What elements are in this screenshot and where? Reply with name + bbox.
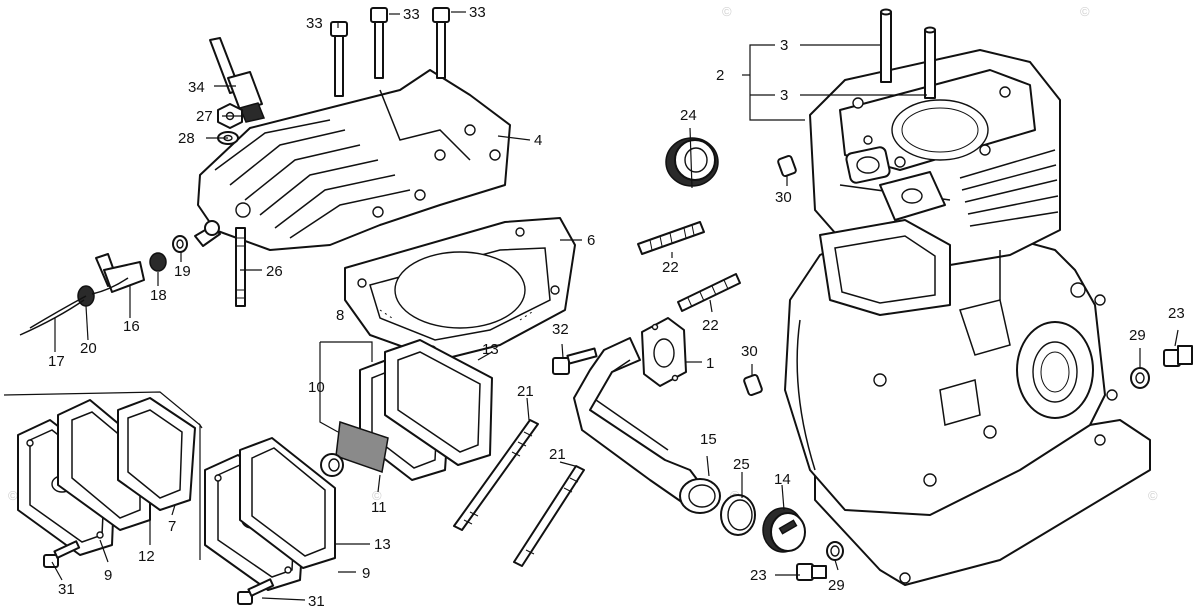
callout-16: 16 — [123, 318, 140, 335]
callout-13: 13 — [374, 536, 391, 553]
callout-1: 1 — [706, 355, 714, 372]
callout-28: 28 — [178, 130, 195, 147]
crankcase-cylinder-part — [784, 49, 1151, 586]
callout-31: 31 — [308, 593, 325, 610]
intake-gasket-part — [641, 317, 687, 387]
head-gasket-part — [344, 217, 576, 361]
cylinder-head-part — [197, 69, 511, 251]
callout-18: 18 — [150, 287, 167, 304]
washer-part — [826, 541, 844, 561]
callout-12: 12 — [138, 548, 155, 565]
stud-bolt-part — [637, 221, 741, 312]
reed-plate-part — [117, 397, 196, 511]
callout-24: 24 — [680, 107, 697, 124]
callout-17: 17 — [48, 353, 65, 370]
callout-30: 30 — [741, 343, 758, 360]
gasket-part — [239, 437, 336, 569]
gasket-part — [384, 339, 493, 466]
drain-bolt-part — [796, 563, 827, 581]
callout-7: 7 — [168, 518, 176, 535]
callout-6: 6 — [587, 232, 595, 249]
watermark-mark: © — [8, 488, 18, 503]
callout-labels: 1 2 3 3 4 6 7 8 9 9 10 11 12 13 13 14 15… — [48, 4, 1185, 610]
callout-27: 27 — [196, 108, 213, 125]
watermark-mark: © — [1148, 488, 1158, 503]
callout-4: 4 — [534, 132, 542, 149]
callout-3: 3 — [780, 87, 788, 104]
callout-11: 11 — [371, 499, 387, 516]
callout-34: 34 — [188, 79, 205, 96]
stud-bolt-part — [235, 227, 246, 307]
stud-bolt-part — [453, 419, 585, 567]
callout-20: 20 — [80, 340, 97, 357]
callout-15: 15 — [700, 431, 717, 448]
callout-32: 32 — [552, 321, 569, 338]
watermark-mark: © — [372, 488, 382, 503]
watermark-mark: © — [722, 4, 732, 19]
callout-30: 30 — [775, 189, 792, 206]
oil-switch-part — [19, 220, 221, 336]
callout-33: 33 — [469, 4, 486, 21]
stud-bolt-part — [880, 8, 936, 99]
head-bolt-part — [330, 7, 450, 97]
leader-lines — [3, 11, 1179, 601]
callout-29: 29 — [1129, 327, 1146, 344]
callout-8: 8 — [336, 307, 344, 324]
callout-33: 33 — [403, 6, 420, 23]
o-ring-part — [720, 494, 756, 536]
spark-plug-part — [209, 37, 266, 123]
callout-19: 19 — [174, 263, 191, 280]
dowel-pin-part — [743, 154, 797, 397]
callout-3: 3 — [780, 37, 788, 54]
callout-2: 2 — [716, 67, 724, 84]
oil-seal-part — [665, 137, 719, 187]
bolt-part — [43, 540, 275, 605]
intake-pipe-part — [573, 337, 721, 514]
plug-bolt-part — [1163, 345, 1193, 367]
callout-29: 29 — [828, 577, 845, 594]
callout-25: 25 — [733, 456, 750, 473]
callout-23: 23 — [750, 567, 767, 584]
callout-21: 21 — [549, 446, 566, 463]
callout-13: 13 — [482, 341, 499, 358]
callout-9: 9 — [104, 567, 112, 584]
washer-part — [1130, 367, 1150, 389]
callout-23: 23 — [1168, 305, 1185, 322]
callout-10: 10 — [308, 379, 325, 396]
callout-21: 21 — [517, 383, 534, 400]
callout-31: 31 — [58, 581, 75, 598]
callout-9: 9 — [362, 565, 370, 582]
callout-22: 22 — [702, 317, 719, 334]
callout-33: 33 — [306, 15, 323, 32]
callout-22: 22 — [662, 259, 679, 276]
callout-26: 26 — [266, 263, 283, 280]
filler-cap-part — [762, 507, 806, 553]
callout-14: 14 — [774, 471, 791, 488]
bolt-part — [552, 347, 598, 375]
watermark-mark: © — [1080, 4, 1090, 19]
spacer-collar-part — [320, 453, 344, 477]
reed-element-part — [335, 420, 389, 473]
